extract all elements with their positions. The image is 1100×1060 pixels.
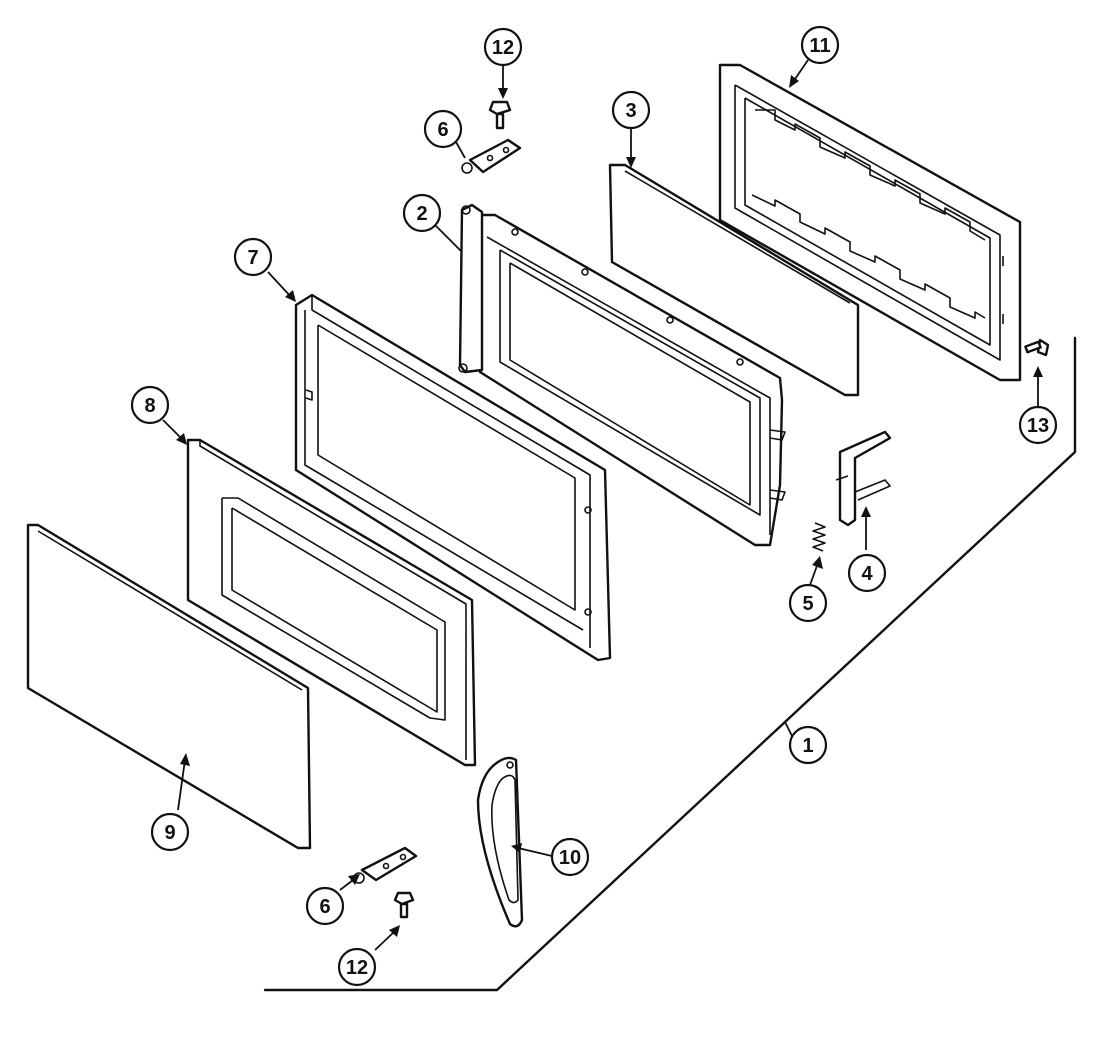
part-4-latch: [835, 430, 892, 527]
leader-7: [267, 271, 293, 299]
part-10-door-handle: [476, 756, 524, 928]
leader-9: [177, 759, 186, 811]
arrow-12a: [498, 88, 508, 99]
callout-6-bottom-label: 6: [319, 896, 330, 918]
part-12-screw-bottom: [393, 891, 415, 919]
callout-3-label: 3: [625, 100, 636, 122]
part-2-inner-frame: [458, 203, 786, 547]
callout-1-label: 1: [802, 735, 813, 757]
callout-12-top: 12: [483, 27, 523, 67]
callout-13: 13: [1018, 405, 1058, 445]
callout-6-top: 6: [423, 109, 463, 149]
part-11-rear-frame: [718, 63, 1022, 382]
part-8-door-panel: [186, 438, 477, 767]
leader-6b: [339, 879, 354, 891]
callout-2: 2: [402, 193, 442, 233]
part-13-screw: [1024, 338, 1050, 357]
callout-6-top-label: 6: [437, 119, 448, 141]
callout-3: 3: [611, 90, 651, 130]
arrow-5: [812, 556, 823, 569]
callout-8-label: 8: [144, 395, 155, 417]
callout-5: 5: [788, 583, 828, 623]
callout-6-bottom: 6: [305, 886, 345, 926]
callout-10-label: 10: [559, 847, 581, 869]
part-6-hinge-top: [461, 138, 522, 174]
callout-8: 8: [130, 385, 170, 425]
arrow-10: [511, 843, 522, 853]
callout-10: 10: [550, 837, 590, 877]
callout-7-label: 7: [247, 247, 258, 269]
leader-11: [792, 59, 809, 83]
leader-lines: [162, 59, 1043, 951]
leader-8: [162, 419, 184, 441]
arrow-13: [1033, 366, 1043, 377]
callout-11: 11: [800, 25, 840, 65]
callout-9: 9: [150, 812, 190, 852]
callout-4: 4: [847, 553, 887, 593]
callout-12-top-label: 12: [492, 37, 514, 59]
part-9-front-panel: [26, 523, 312, 850]
callout-12-bottom: 12: [337, 947, 377, 987]
callout-9-label: 9: [164, 822, 175, 844]
part-12-screw-top: [488, 100, 512, 130]
arrow-7: [285, 290, 296, 302]
callout-13-label: 13: [1027, 415, 1049, 437]
leader-2: [434, 224, 463, 253]
callout-7: 7: [233, 237, 273, 277]
arrow-9: [180, 753, 190, 766]
leader-10: [517, 847, 553, 857]
callout-2-label: 2: [416, 203, 427, 225]
callout-4-label: 4: [861, 563, 873, 585]
arrow-3: [626, 157, 636, 168]
callout-1: 1: [788, 725, 828, 765]
arrow-11: [789, 75, 799, 88]
arrow-12b: [389, 925, 400, 937]
callout-11-label: 11: [809, 35, 830, 57]
leader-6a: [455, 141, 466, 159]
callout-12-bottom-label: 12: [346, 957, 368, 979]
arrow-6b: [348, 874, 360, 885]
part-3-window-panel: [608, 163, 860, 397]
part-5-spring: [812, 522, 826, 552]
arrow-8: [176, 433, 187, 445]
callout-5-label: 5: [802, 593, 813, 615]
arrow-4: [861, 506, 871, 517]
part-6-hinge-bottom: [353, 846, 418, 884]
part-7-outer-frame: [294, 293, 612, 662]
leader-12b: [374, 931, 395, 951]
